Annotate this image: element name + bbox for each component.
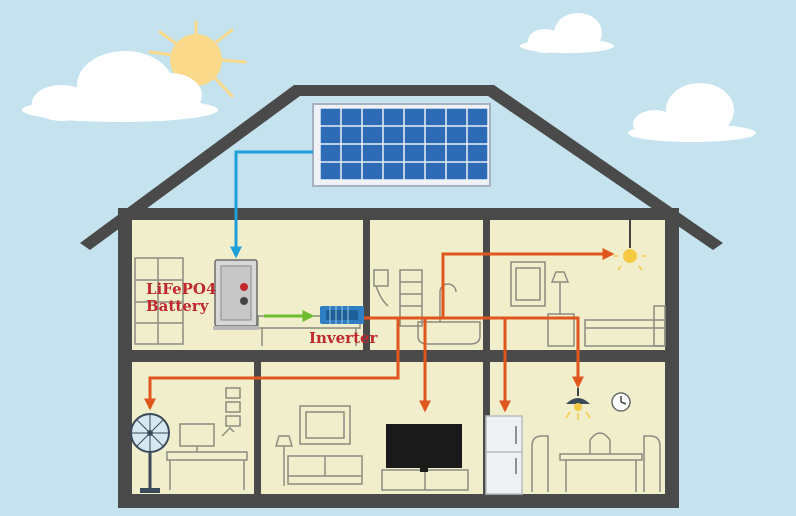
toilet-icon — [373, 269, 389, 307]
bathtub-icon — [417, 283, 481, 345]
framed-art — [299, 405, 351, 445]
cloud-icon — [520, 13, 614, 53]
fan-icon — [130, 413, 170, 493]
nightstand — [547, 313, 575, 347]
house-structure — [80, 85, 723, 508]
solar-panel-icon — [312, 103, 491, 187]
cloud-icon — [628, 83, 756, 142]
battery-icon — [213, 259, 259, 330]
furniture-line-art — [134, 257, 666, 492]
ceiling-lamp-icon — [614, 219, 646, 271]
bookshelf-icon — [134, 257, 184, 345]
cloud-icon — [22, 51, 218, 122]
power-distribution-lines — [144, 248, 615, 413]
solar-to-battery-line — [230, 150, 313, 259]
battery-label-line2: Battery — [146, 297, 209, 315]
sofa-icon — [287, 455, 363, 485]
battery-label: LiFePO4 Battery — [146, 281, 216, 315]
study-desk — [166, 423, 248, 490]
wall-picture — [510, 261, 546, 307]
sun-icon — [148, 20, 247, 98]
floor-lamp — [550, 271, 570, 314]
side-lamp — [274, 435, 294, 486]
dining-table-icon — [531, 432, 661, 492]
pendant-lamp-icon — [565, 388, 591, 420]
inverter-label: Inverter — [309, 329, 378, 347]
wall-shelves — [225, 387, 241, 427]
wall-clock-icon — [611, 392, 631, 412]
refrigerator-icon — [485, 415, 523, 495]
bed-icon — [584, 305, 666, 347]
inverter-icon — [320, 306, 364, 324]
television-icon — [386, 424, 462, 472]
battery-label-line1: LiFePO4 — [146, 280, 217, 298]
